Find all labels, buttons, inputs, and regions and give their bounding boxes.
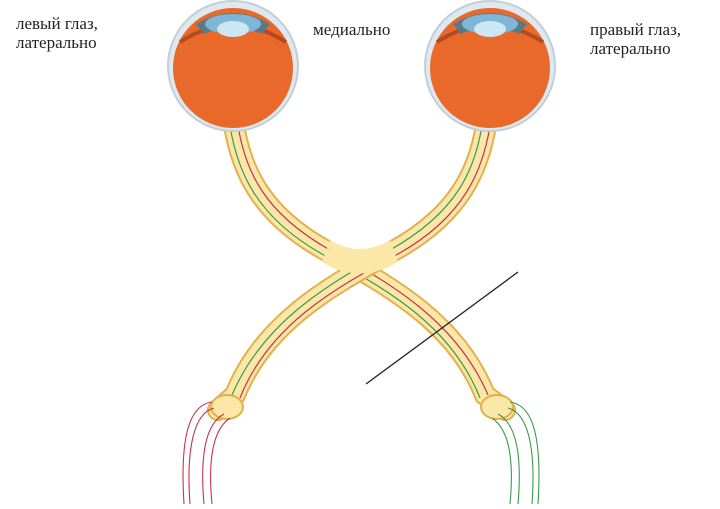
right-eyeball-icon — [425, 1, 555, 131]
left-eye-label: левый глаз, латерально — [16, 14, 98, 52]
right-eye-label-line2: латерально — [590, 39, 681, 58]
right-geniculate-body — [481, 395, 513, 419]
right-eye-label: правый глаз, латерально — [590, 20, 681, 58]
left-eye-label-line2: латерально — [16, 33, 98, 52]
left-eye-label-line1: левый глаз, — [16, 14, 98, 33]
optic-chiasm-icon — [322, 240, 398, 274]
medial-label: медиально — [313, 20, 390, 39]
left-eyeball-icon — [168, 1, 298, 131]
left-geniculate-body — [211, 395, 243, 419]
right-eye-label-line1: правый глаз, — [590, 20, 681, 39]
